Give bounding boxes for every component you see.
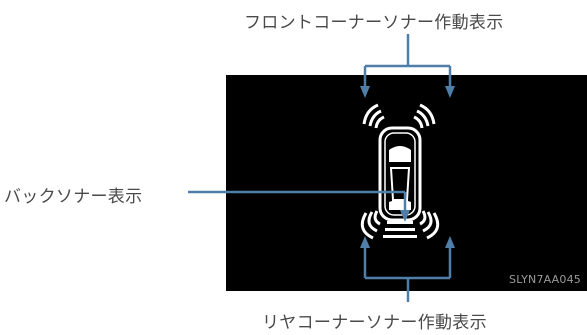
callout-arrowheads — [360, 86, 455, 248]
front-corner-sonar-label: フロントコーナーソナー作動表示 — [244, 13, 504, 33]
back-sonar-center-segments — [383, 221, 417, 238]
rear-corner-sonar-label: リヤコーナーソナー作動表示 — [262, 313, 487, 333]
rear-right-corner-segments — [419, 210, 440, 240]
sonar-display-screen: SLYN7AA045 — [226, 75, 587, 291]
front-left-corner-segments — [362, 103, 385, 129]
car-icon — [378, 126, 422, 222]
image-code-label: SLYN7AA045 — [509, 273, 581, 286]
rear-left-corner-segments — [360, 210, 381, 240]
callout-lines — [188, 34, 452, 302]
front-right-corner-segments — [413, 103, 436, 129]
back-sonar-label: バックソナー表示 — [4, 187, 143, 207]
